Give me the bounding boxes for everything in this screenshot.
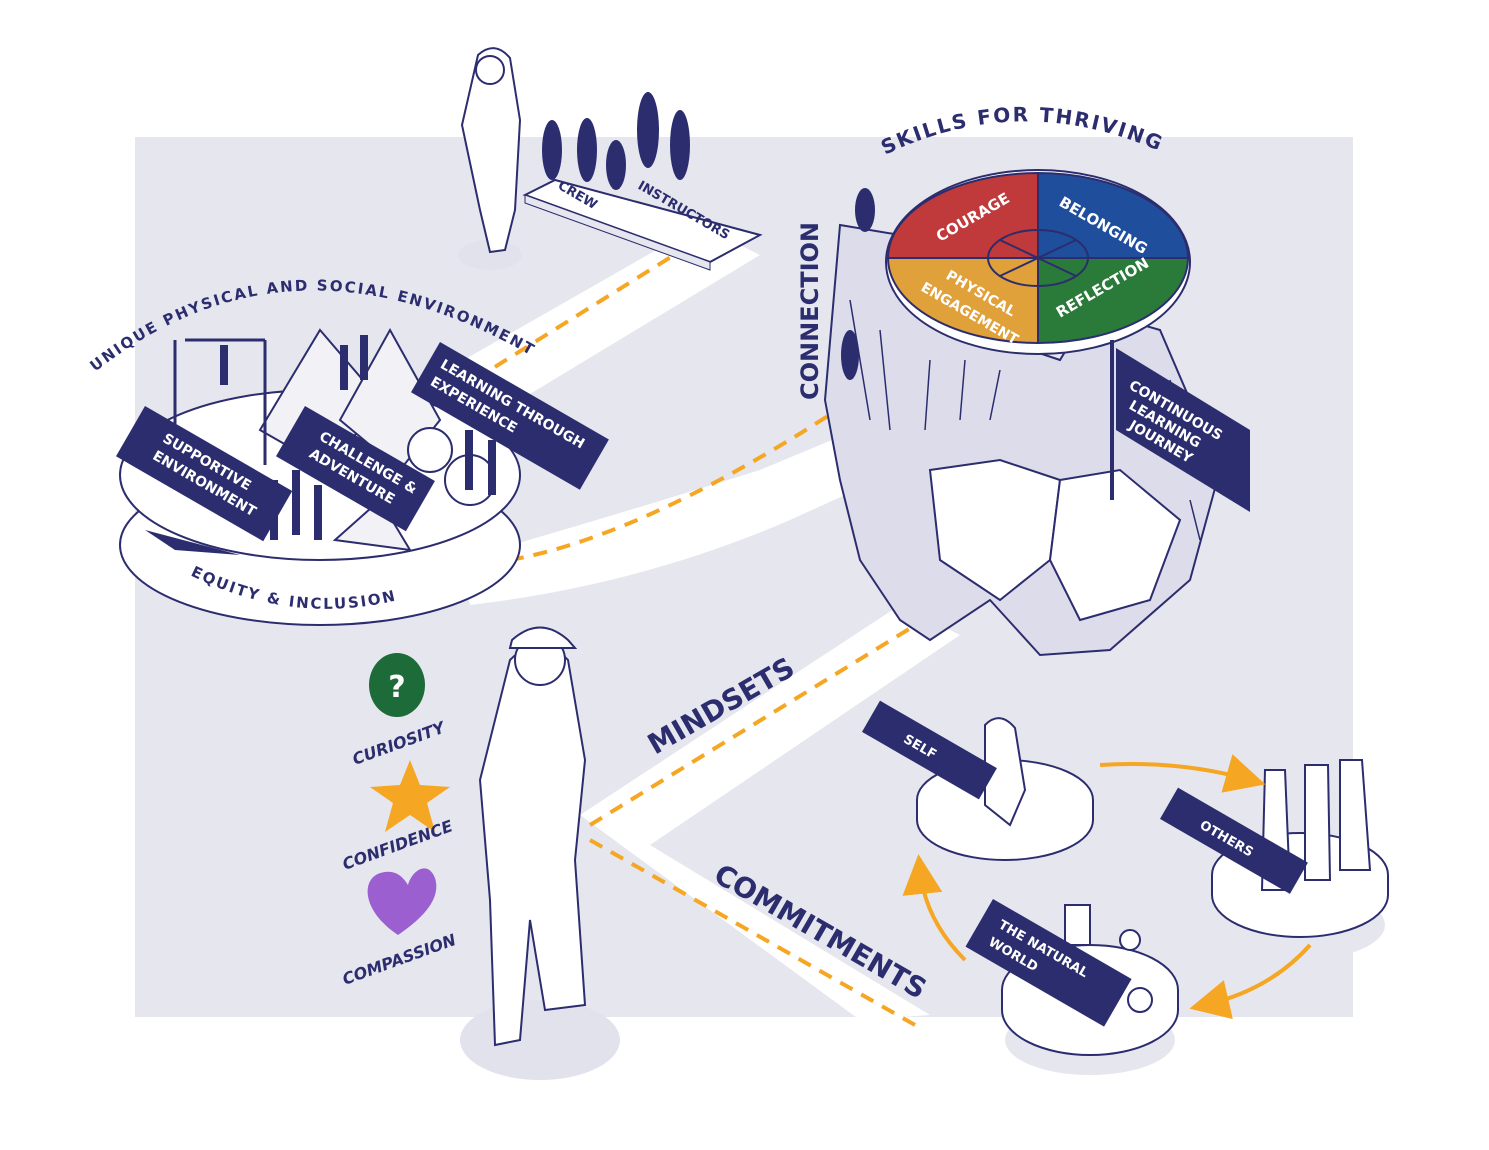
natural-world-tag: THE NATURAL WORLD: [965, 899, 1132, 1027]
top-hiker-figure: [458, 47, 522, 270]
natural-world-platform: [1001, 904, 1179, 1075]
crew-instructors-platform: [522, 92, 763, 271]
svg-text:?: ?: [388, 670, 405, 705]
connection-label: CONNECTION: [796, 222, 824, 400]
courage-segment: [886, 171, 1039, 259]
arrow-others-to-world: [1189, 943, 1312, 1020]
question-icon: [369, 653, 425, 717]
continuous-learning-flag: CONTINUOUS LEARNING JOURNEY: [1110, 340, 1250, 512]
cycle-arrows: [902, 754, 1312, 1020]
physical-engagement-segment: [886, 257, 1039, 345]
others-tag: OTHERS: [1160, 787, 1308, 894]
arrow-self-to-others: [1099, 754, 1266, 793]
arrow-world-to-self: [902, 854, 967, 962]
white-paths: [455, 225, 960, 1020]
heart-icon: [367, 868, 437, 935]
reflection-segment: [1037, 257, 1190, 345]
skills-wheel: [885, 169, 1191, 355]
foreground-hiker-figure: [460, 626, 620, 1080]
self-platform: [916, 717, 1094, 880]
star-icon: [370, 760, 450, 832]
self-tag: SELF: [862, 700, 997, 800]
belonging-segment: [1037, 171, 1190, 259]
